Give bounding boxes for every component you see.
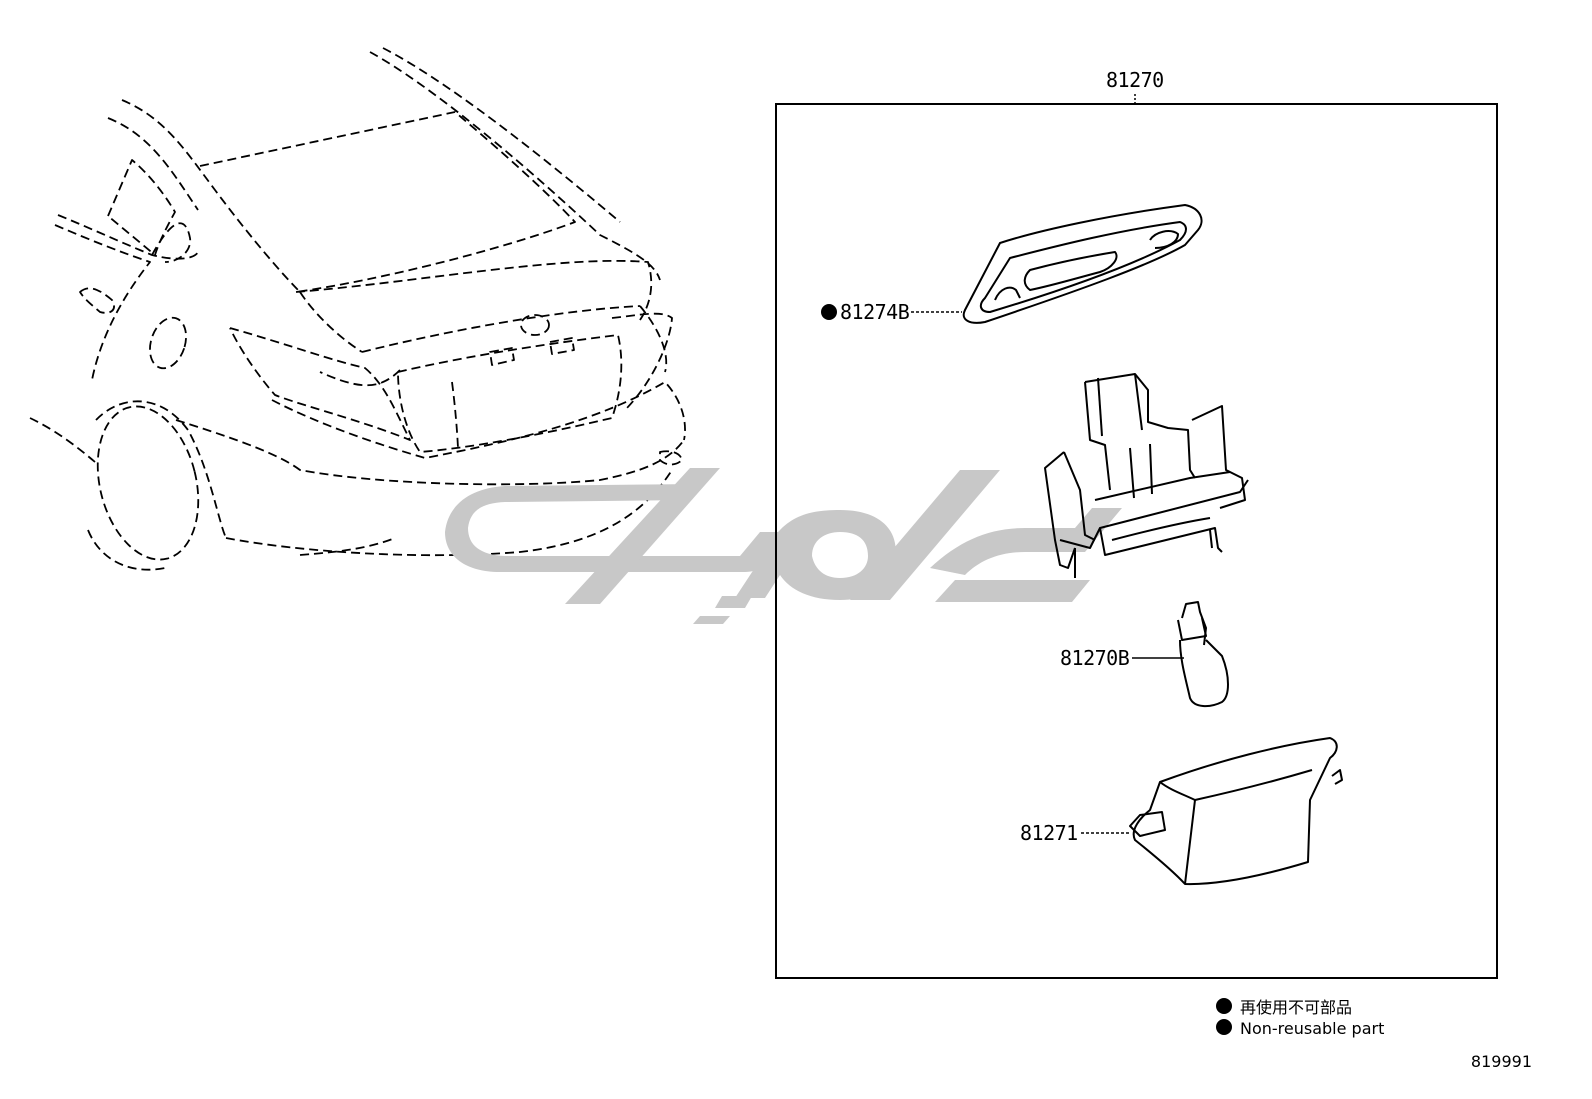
car-rear-illustration [29,47,686,571]
non-reusable-marker-icon [1216,998,1232,1014]
part-label-81274B: 81274B [821,300,910,324]
gasket-illustration [962,204,1203,324]
bulb-illustration [1177,601,1229,708]
part-label-81271: 81271 [1020,821,1078,845]
legend-japanese: 再使用不可部品 [1216,994,1352,1018]
lamp-housing-illustration [1044,373,1249,578]
legend-english-text: Non-reusable part [1240,1019,1385,1038]
assembly-boundary-box [775,103,1498,979]
non-reusable-marker-icon [821,304,837,320]
assembly-part-number: 81270 [1106,68,1164,92]
lens-illustration [1129,737,1343,886]
part-number: 81274B [840,300,910,324]
legend-english: Non-reusable part [1216,1019,1384,1038]
diagram-id: 819991 [1470,1052,1532,1071]
legend-japanese-text: 再使用不可部品 [1240,998,1353,1017]
part-label-81270B: 81270B [1060,646,1130,670]
non-reusable-marker-icon [1216,1019,1232,1035]
watermark-logo [445,468,1122,624]
